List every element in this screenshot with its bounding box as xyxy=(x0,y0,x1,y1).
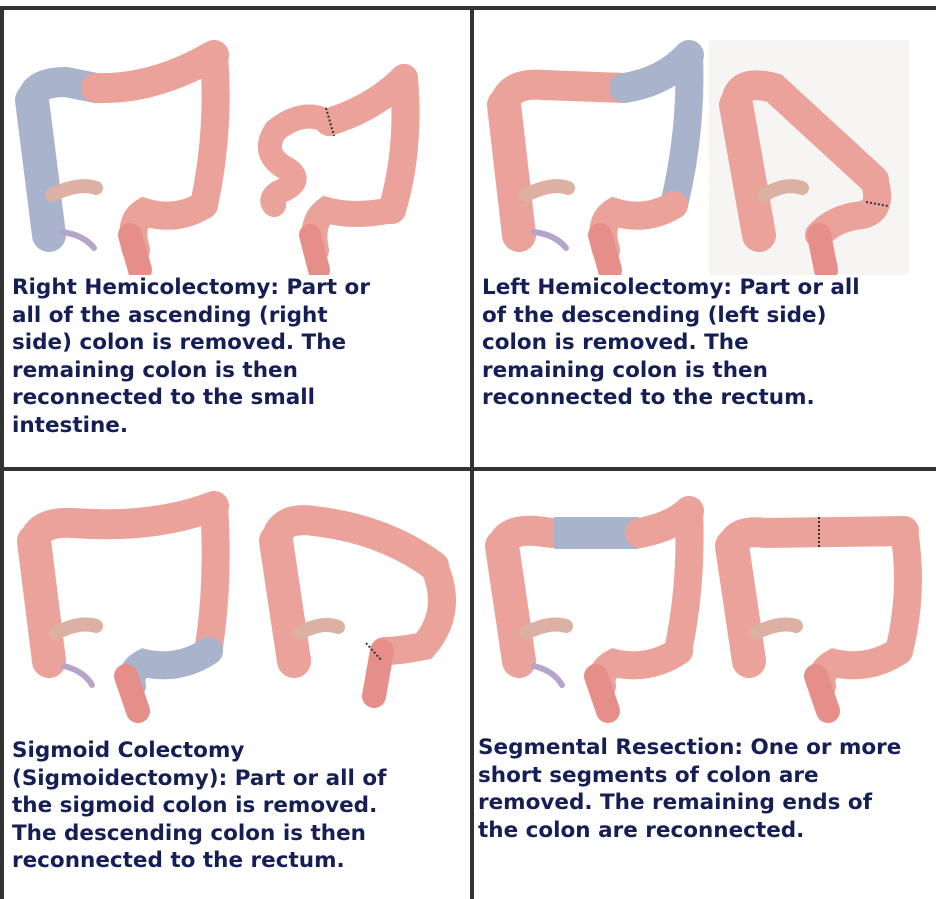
transverse-colon-after xyxy=(276,520,434,566)
small-intestine-stub-after xyxy=(756,625,796,633)
left-hemicolectomy-illustration xyxy=(474,10,936,275)
rectum xyxy=(126,676,138,711)
small-intestine-stub xyxy=(56,625,96,633)
sigmoid-colon-after xyxy=(822,651,900,686)
caption-segmental-resection: Segmental Resection: One or more short s… xyxy=(478,734,901,844)
descending-colon xyxy=(679,511,690,646)
small-intestine-stub xyxy=(526,186,568,195)
rectum-after xyxy=(819,235,826,270)
ascending-colon xyxy=(34,541,49,661)
before-colon xyxy=(502,511,690,711)
panel-segmental-resection: Segmental Resection: One or more short s… xyxy=(474,471,936,899)
right-hemicolectomy-illustration xyxy=(4,10,470,275)
sigmoid-colon-removed xyxy=(132,651,210,686)
rectum xyxy=(600,235,610,270)
descending-colon-removed xyxy=(674,55,689,205)
descending-colon-after xyxy=(384,566,442,651)
descending-colon-after xyxy=(899,531,908,651)
sigmoid-colon xyxy=(602,651,680,686)
after-colon xyxy=(732,517,908,711)
appendix xyxy=(64,666,92,685)
sigmoid-colon-after xyxy=(314,210,392,250)
segmental-resection-illustration xyxy=(474,471,936,736)
sigmoid-colectomy-illustration xyxy=(4,471,470,736)
appendix xyxy=(62,232,94,248)
before-colon xyxy=(34,506,216,711)
appendix xyxy=(534,666,562,685)
rectum xyxy=(596,676,608,711)
before-colon xyxy=(32,55,216,270)
panel-left-hemicolectomy: Left Hemicolectomy: Part or all of the d… xyxy=(474,10,936,467)
caption-right-hemicolectomy: Right Hemicolectomy: Part or all of the … xyxy=(12,274,370,440)
ascending-colon-after xyxy=(732,546,749,661)
descending-colon xyxy=(204,55,216,205)
descending-colon xyxy=(209,506,216,646)
appendix xyxy=(534,232,566,248)
rectum xyxy=(130,235,140,270)
caption-left-hemicolectomy: Left Hemicolectomy: Part or all of the d… xyxy=(482,274,860,412)
ascending-colon-after xyxy=(736,105,759,235)
ascending-colon-removed xyxy=(32,100,49,235)
ascending-colon xyxy=(504,105,519,235)
panel-sigmoid-colectomy: Sigmoid Colectomy (Sigmoidectomy): Part … xyxy=(4,471,470,899)
after-colon xyxy=(270,78,406,270)
rectum-after xyxy=(310,235,319,270)
small-intestine-stub-after xyxy=(300,625,338,633)
before-colon xyxy=(504,55,689,270)
transverse-colon xyxy=(504,85,624,105)
small-intestine-stub xyxy=(526,625,566,633)
rectum-after xyxy=(374,651,382,696)
transverse-colon xyxy=(96,55,214,88)
small-intestine-stub xyxy=(52,186,96,195)
after-colon xyxy=(276,520,442,696)
rectum-after xyxy=(816,676,828,711)
hepatic-flexure xyxy=(502,531,552,546)
ascending-colon xyxy=(502,546,519,661)
panel-right-hemicolectomy: Right Hemicolectomy: Part or all of the … xyxy=(4,10,470,467)
descending-colon-after xyxy=(392,78,406,210)
ascending-colon-after xyxy=(276,541,294,661)
caption-sigmoid-colectomy: Sigmoid Colectomy (Sigmoidectomy): Part … xyxy=(12,737,386,875)
transverse-colon xyxy=(34,506,214,541)
